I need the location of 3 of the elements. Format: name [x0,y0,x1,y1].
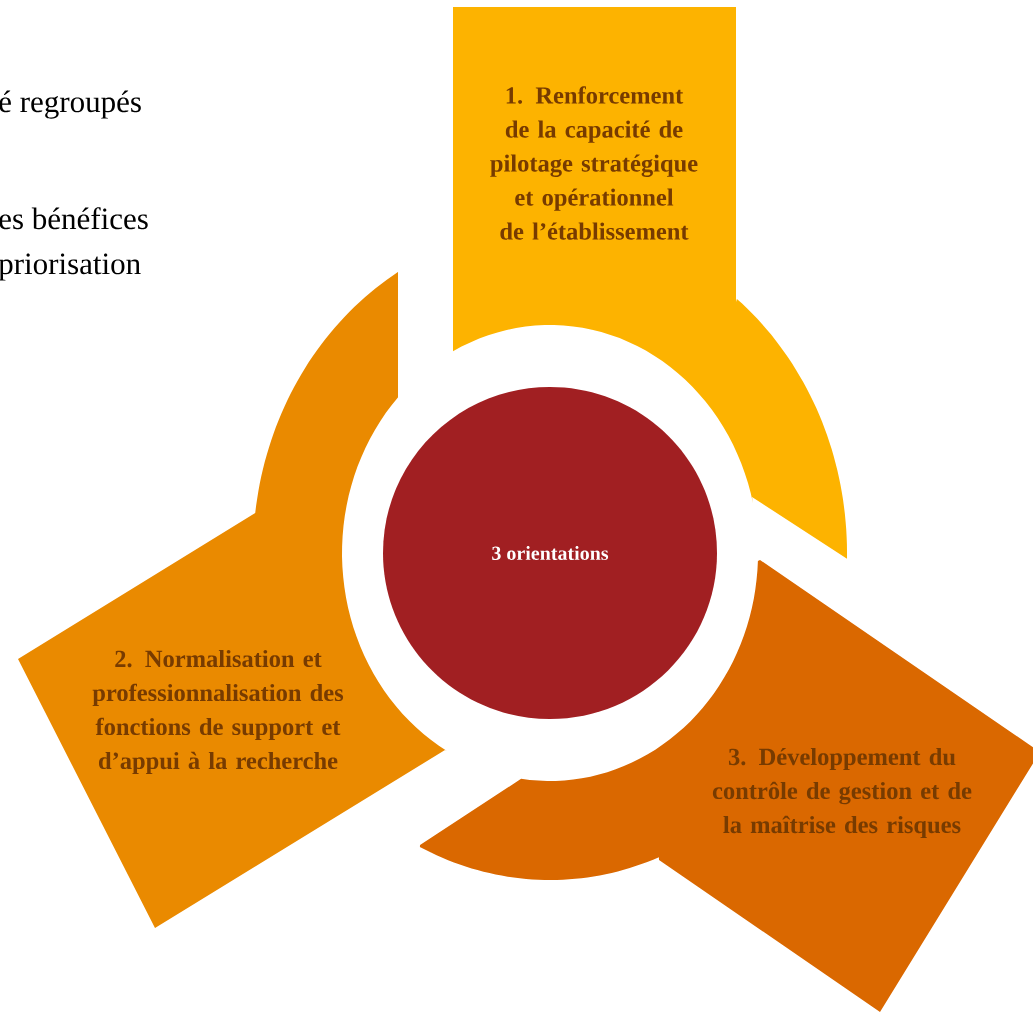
text-fragment: é regroupés [0,90,141,119]
text-fragment: es bénéfices [0,207,148,230]
arrow-segment: 3. Développement du contrôle de gestion et de la maîtrise des risques [419,560,1033,1012]
